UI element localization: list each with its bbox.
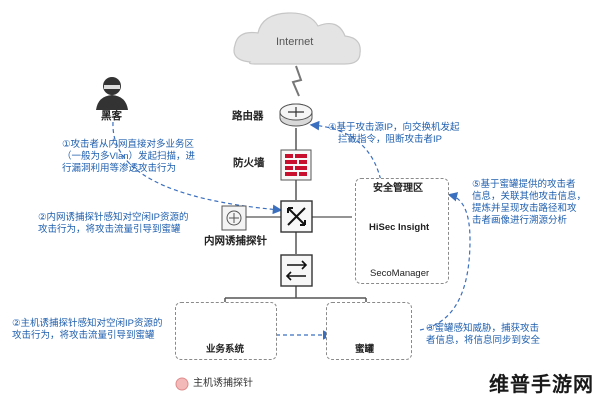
legend-probe-dot [175,377,189,391]
business-label: 业务系统 [206,344,245,355]
access-switch-icon [280,254,313,287]
firewall-icon [280,149,312,181]
annotation-5: ⑤基于蜜罐提供的攻击者信息，关联其他攻击信息， 提炼并呈现攻击路径和攻击者画像进… [472,179,587,226]
firewall-label: 防火墙 [233,157,265,169]
annotation-4: ④基于攻击源IP，向交换机发起拦截指令，阻断攻击者IP [328,122,460,145]
security-zone [355,178,449,284]
hacker-icon [96,77,128,110]
annotation-1: ①攻击者从内网直接对多业务区（一般为多Vlan）发起扫描，进行漏洞利用等渗透攻击… [62,139,196,174]
internet-label: Internet [276,36,314,48]
annotation-2: ②内网诱捕探针感知对空闲IP资源的攻击行为，将攻击流量引导到蜜罐 [38,212,189,235]
honeypot-label: 蜜罐 [355,344,375,355]
hacker-label: 黑客 [101,110,122,122]
annotation-3: ③蜜罐感知威胁，捕获攻击者信息，将信息同步到安全 [426,323,541,346]
intranet-probe-label: 内网诱捕探针 [204,235,267,247]
core-switch-icon [280,200,313,233]
intranet-probe-icon [221,205,247,231]
annotation-2b: ②主机诱捕探针感知对空闲IP资源的攻击行为，将攻击流量引导到蜜罐 [12,318,163,341]
honeypot-zone [326,302,412,360]
hisec-insight-label: HiSec Insight [369,222,430,233]
router-label: 路由器 [232,110,264,122]
cloud-icon [233,12,361,65]
secomanager-label: SecoManager [370,268,430,279]
watermark: 维普手游网 [489,372,594,396]
legend-label: 主机诱捕探针 [193,378,253,389]
lightning-icon [291,65,303,97]
business-zone [175,302,277,360]
security-zone-title: 安全管理区 [373,183,423,194]
router-icon [279,103,313,127]
